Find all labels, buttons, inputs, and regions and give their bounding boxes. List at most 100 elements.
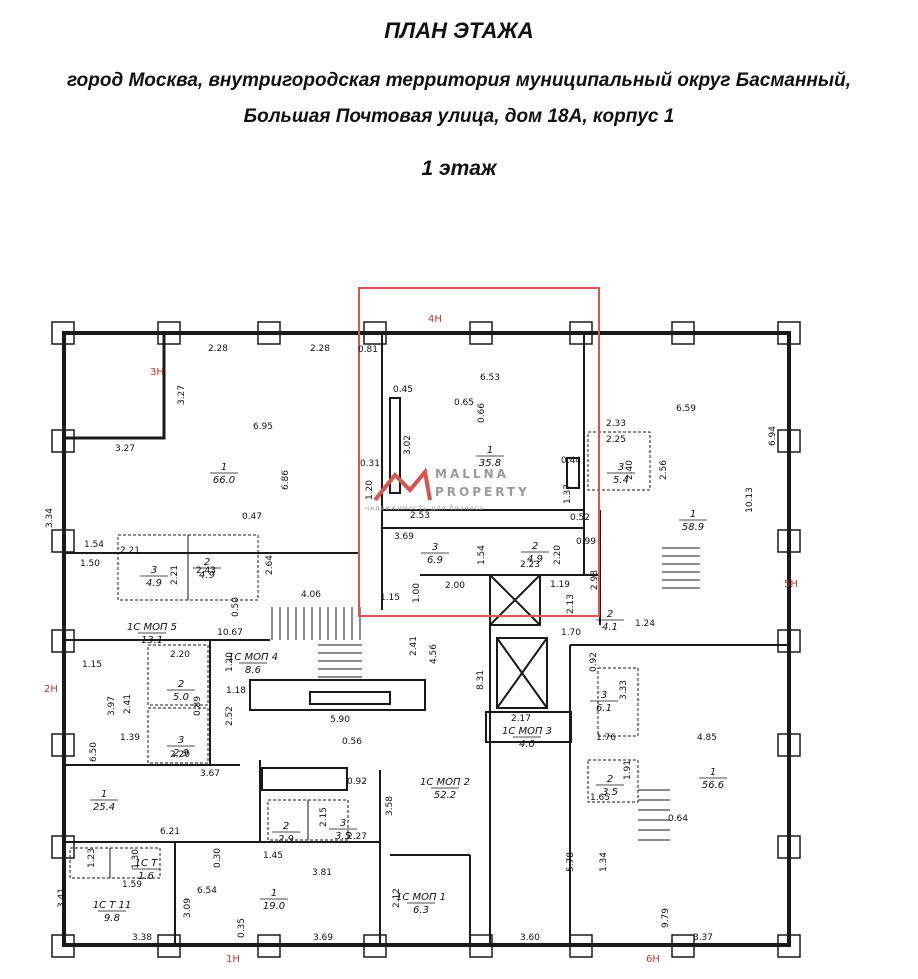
address-line-1: город Москва, внутригородская территория… bbox=[66, 70, 852, 91]
dimension-label: 5.78 bbox=[566, 852, 576, 872]
dimension-label: 2.25 bbox=[606, 435, 626, 445]
dimension-label: 2.27 bbox=[347, 832, 367, 842]
stairs bbox=[271, 547, 700, 841]
dimension-label: 1.54 bbox=[84, 540, 104, 550]
dimension-label: 0.66 bbox=[477, 403, 487, 423]
watermark-tagline: недвижимость для бизнеса bbox=[365, 504, 484, 512]
room-area: 56.6 bbox=[702, 780, 724, 791]
dimension-label: 2.41 bbox=[409, 636, 419, 656]
dimension-label: 4.56 bbox=[429, 644, 439, 664]
dimension-label: 2.15 bbox=[319, 807, 329, 827]
dimension-label: 1.20 bbox=[225, 652, 235, 672]
room-number: 2 bbox=[607, 609, 613, 620]
dimension-label: 0.44 bbox=[561, 456, 581, 466]
watermark: MALLNA PROPERTY недвижимость для бизнеса bbox=[365, 467, 527, 512]
room-number: 1С МОП 4 bbox=[228, 652, 278, 663]
highlight-frame bbox=[358, 287, 600, 617]
dimension-label: 1.19 bbox=[550, 580, 570, 590]
room-number: 3 bbox=[432, 542, 438, 553]
room-id-1n: 1Н bbox=[226, 954, 240, 965]
room-number: 1С Т bbox=[135, 858, 159, 869]
dimension-label: 1.39 bbox=[120, 733, 140, 743]
dimension-label: 2.98 bbox=[590, 570, 600, 590]
dimension-label: 1.50 bbox=[80, 559, 100, 569]
dimension-label: 3.09 bbox=[183, 898, 193, 918]
room-number: 3 bbox=[601, 690, 607, 701]
room-number: 3 bbox=[618, 462, 624, 473]
dimension-label: 2.20 bbox=[170, 750, 190, 760]
room-area: 5.0 bbox=[173, 692, 189, 703]
dimension-label: 0.45 bbox=[393, 385, 413, 395]
room-labels: 166.0135.8158.935.434.924.936.924.924.11… bbox=[90, 445, 727, 924]
room-area: 2.9 bbox=[173, 748, 189, 759]
room-number: 1 bbox=[710, 767, 716, 778]
dimension-label: 0.47 bbox=[242, 512, 262, 522]
dimension-label: 6.50 bbox=[89, 742, 99, 762]
room-ids: 3Н 4Н 5Н 2Н 1Н 6Н bbox=[44, 314, 798, 965]
dimension-label: 6.59 bbox=[676, 404, 696, 414]
address-line-2: Большая Почтовая улица, дом 18А, корпус … bbox=[243, 106, 675, 127]
dimension-label: 2.33 bbox=[606, 419, 626, 429]
dimension-label: 2.28 bbox=[208, 344, 228, 354]
room-number: 1 bbox=[221, 462, 227, 473]
dimension-label: 10.67 bbox=[217, 628, 243, 638]
dimension-label: 2.20 bbox=[553, 545, 563, 565]
dimension-label: 8.31 bbox=[476, 670, 486, 690]
dimension-label: 3.37 bbox=[693, 933, 713, 943]
dimension-label: 2.56 bbox=[659, 460, 669, 480]
dimension-label: 0.92 bbox=[347, 777, 367, 787]
room-id-6n: 6Н bbox=[646, 954, 660, 965]
dimension-label: 1.70 bbox=[561, 628, 581, 638]
room-id-2n: 2Н bbox=[44, 684, 58, 695]
dimension-label: 1.91 bbox=[623, 760, 633, 780]
watermark-brand-1: MALLNA bbox=[435, 467, 509, 481]
dimension-label: 1.24 bbox=[635, 619, 655, 629]
dimension-label: 6.94 bbox=[768, 426, 778, 446]
dimension-label: 0.92 bbox=[589, 652, 599, 672]
dimension-label: 0.99 bbox=[576, 537, 596, 547]
room-number: 2 bbox=[178, 679, 184, 690]
room-id-5n: 5Н bbox=[784, 579, 798, 590]
room-number: 1С Т 11 bbox=[93, 900, 132, 911]
dimension-label: 0.52 bbox=[570, 513, 590, 523]
dimension-label: 2.52 bbox=[225, 706, 235, 726]
dimension-label: 2.21 bbox=[120, 546, 140, 556]
dimension-label: 2.64 bbox=[265, 555, 275, 575]
room-id-3n: 3Н bbox=[150, 367, 164, 378]
dimension-label: 2.21 bbox=[170, 565, 180, 585]
room-area: 35.8 bbox=[479, 458, 501, 469]
room-area: 4.1 bbox=[602, 622, 618, 633]
dimension-label: 2.41 bbox=[123, 694, 133, 714]
watermark-logo-icon bbox=[373, 467, 432, 502]
dimension-label: 3.27 bbox=[115, 444, 135, 454]
dimension-label: 3.38 bbox=[132, 933, 152, 943]
room-area: 4.0 bbox=[519, 739, 535, 750]
dimension-label: 2.43 bbox=[196, 566, 216, 576]
room-area: 3.5 bbox=[602, 787, 618, 798]
room-area: 9.8 bbox=[104, 913, 120, 924]
dimension-label: 0.30 bbox=[213, 848, 223, 868]
dimension-label: 3.81 bbox=[312, 868, 332, 878]
room-number: 2 bbox=[283, 821, 289, 832]
dimension-label: 2.28 bbox=[310, 344, 330, 354]
dimension-label: 1.45 bbox=[263, 851, 283, 861]
dimension-label: 6.54 bbox=[197, 886, 217, 896]
dimension-label: 2.53 bbox=[410, 511, 430, 521]
floor-label: 1 этаж bbox=[421, 157, 497, 180]
dimension-label: 1.18 bbox=[226, 686, 246, 696]
room-id-4n: 4Н bbox=[428, 314, 442, 325]
dimension-label: 0.56 bbox=[342, 737, 362, 747]
room-number: 3 bbox=[151, 565, 157, 576]
dimension-label: 3.97 bbox=[107, 696, 117, 716]
plan-title: ПЛАН ЭТАЖА bbox=[384, 18, 534, 43]
room-area: 52.2 bbox=[434, 790, 456, 801]
room-number: 2 bbox=[607, 774, 613, 785]
dimension-label: 1.54 bbox=[477, 545, 487, 565]
dimension-label: 6.53 bbox=[480, 373, 500, 383]
room-area: 6.3 bbox=[413, 905, 429, 916]
room-area: 6.1 bbox=[596, 703, 612, 714]
dimension-label: 0.64 bbox=[668, 814, 688, 824]
room-number: 1 bbox=[690, 509, 696, 520]
